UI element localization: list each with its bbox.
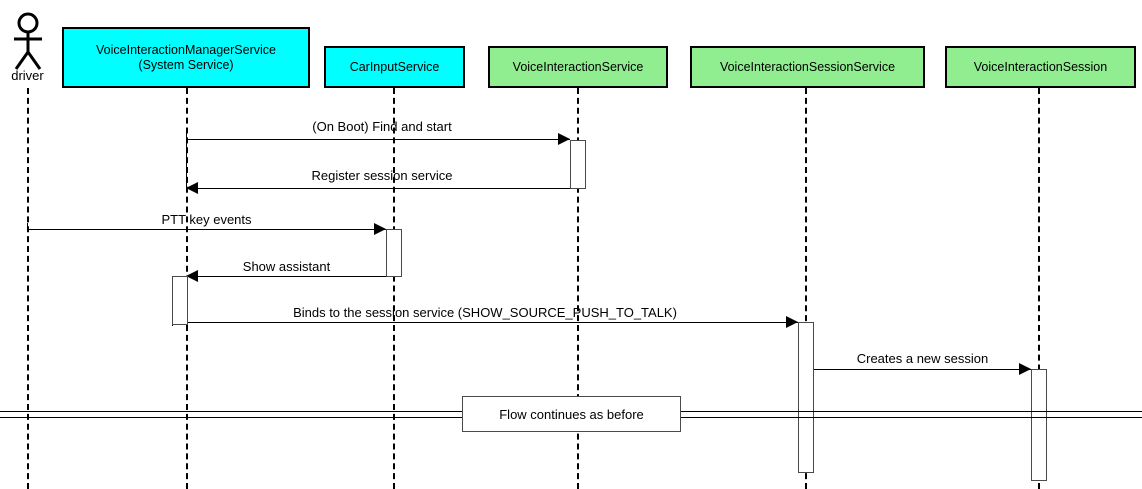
lifeline-voiceinteractionsessionservice	[805, 88, 807, 489]
divider-note-flow-continues: Flow continues as before	[462, 396, 681, 432]
message-arrowhead-on-boot-find-and-start	[558, 133, 570, 145]
actor-driver-label: driver	[11, 68, 44, 83]
participant-label: VoiceInteractionService	[512, 59, 644, 74]
message-label-binds-to-session-service: Binds to the session service (SHOW_SOURC…	[293, 305, 677, 320]
activation-bar-voiceinteractionsession	[1031, 369, 1047, 481]
participant-label: VoiceInteractionManagerService (System S…	[92, 43, 280, 73]
message-arrowhead-creates-a-new-session	[1019, 363, 1031, 375]
message-origin-vims-m1	[186, 133, 187, 189]
lifeline-voiceinteractionservice	[577, 88, 579, 489]
participant-voiceinteractionmanagerservice[interactable]: VoiceInteractionManagerService (System S…	[62, 27, 310, 88]
participant-voiceinteractionsession[interactable]: VoiceInteractionSession	[945, 46, 1136, 88]
message-origin-driver-m3	[27, 223, 28, 231]
message-line-register-session-service[interactable]	[186, 188, 570, 189]
activation-bar-voiceinteractionservice	[570, 140, 586, 189]
message-label-creates-a-new-session: Creates a new session	[856, 351, 989, 366]
message-line-binds-to-session-service[interactable]	[172, 322, 798, 323]
message-line-creates-a-new-session[interactable]	[814, 369, 1031, 370]
participant-carinputservice[interactable]: CarInputService	[324, 46, 465, 88]
message-arrowhead-binds-to-session-service	[786, 316, 798, 328]
participant-label: VoiceInteractionSession	[973, 59, 1108, 74]
activation-bar-voiceinteractionsessionservice	[798, 322, 814, 473]
participant-label: CarInputService	[349, 59, 440, 74]
participant-voiceinteractionservice[interactable]: VoiceInteractionService	[488, 46, 668, 88]
participant-voiceinteractionsessionservice[interactable]: VoiceInteractionSessionService	[690, 46, 925, 88]
message-line-show-assistant[interactable]	[186, 276, 386, 277]
message-label-ptt-key-events: PTT key events	[161, 212, 252, 227]
lifeline-driver	[27, 88, 29, 489]
message-line-on-boot-find-and-start[interactable]	[186, 139, 570, 140]
message-arrowhead-ptt-key-events	[374, 223, 386, 235]
lifeline-voiceinteractionsession	[1038, 88, 1040, 489]
participant-label-line1: VoiceInteractionManagerService	[96, 42, 276, 57]
lifeline-carinputservice	[393, 88, 395, 489]
message-arrowhead-register-session-service	[186, 182, 198, 194]
message-label-register-session-service: Register session service	[311, 168, 453, 183]
activation-bar-voiceinteractionmanagerservice	[172, 276, 188, 325]
message-label-on-boot-find-and-start: (On Boot) Find and start	[312, 119, 452, 134]
participant-label: VoiceInteractionSessionService	[719, 59, 896, 74]
participant-label-line2: (System Service)	[138, 57, 234, 72]
activation-bar-carinputservice	[386, 229, 402, 277]
message-label-show-assistant: Show assistant	[242, 259, 331, 274]
message-line-ptt-key-events[interactable]	[27, 229, 386, 230]
message-arrowhead-show-assistant	[186, 270, 198, 282]
actor-driver	[8, 12, 48, 72]
